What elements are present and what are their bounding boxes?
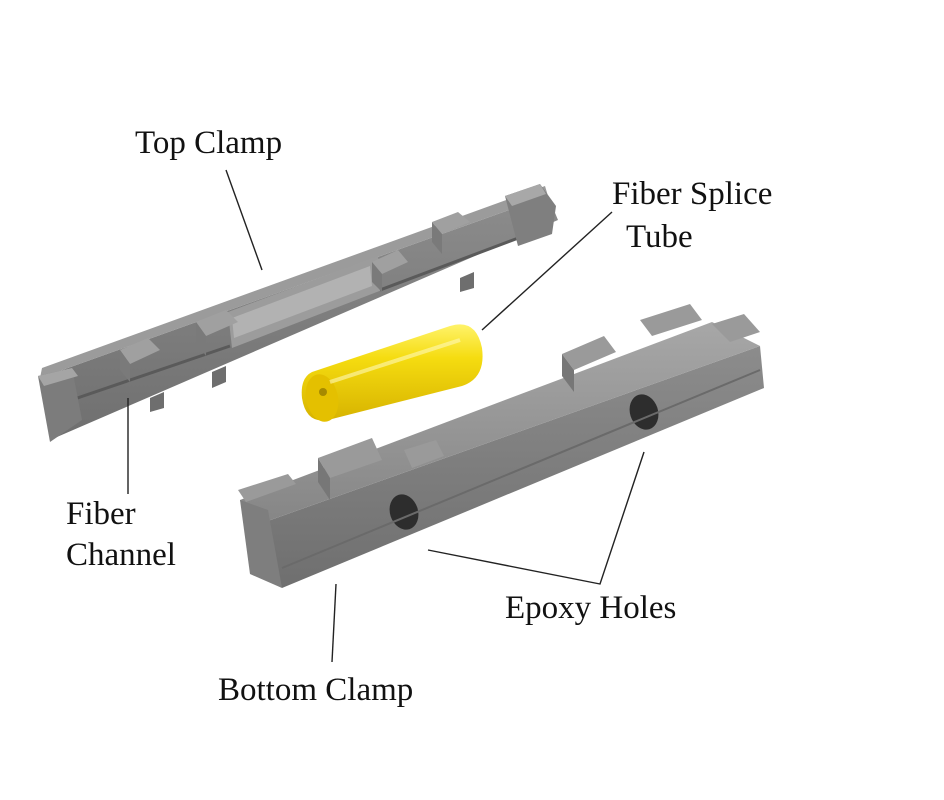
fiber-splice-tube-label-line2: Tube [626, 219, 693, 255]
top-clamp-label: Top Clamp [135, 125, 283, 161]
top-clamp-leader [225, 169, 263, 271]
fiber-channel-label-line2: Channel [66, 537, 176, 573]
bottom-clamp-leader [331, 583, 337, 663]
bottom-clamp [238, 304, 764, 588]
fiber-channel-label-line1: Fiber [66, 496, 136, 532]
epoxy-holes-leader [427, 451, 645, 585]
fiber-splice-tube-leader [481, 211, 613, 331]
fiber-splice-tube [301, 324, 483, 422]
epoxy-holes-label: Epoxy Holes [505, 590, 677, 626]
bottom-clamp-label: Bottom Clamp [218, 672, 414, 708]
fiber-splice-tube-label-line1: Fiber Splice [612, 176, 773, 212]
top-clamp [38, 184, 558, 442]
